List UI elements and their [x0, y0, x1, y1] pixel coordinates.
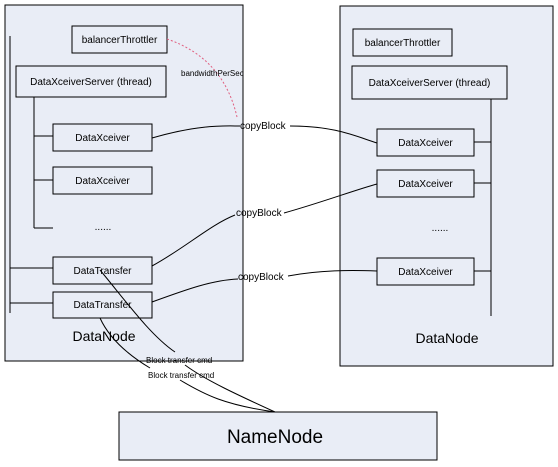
right-xceiver-label-1: DataXceiver: [398, 138, 453, 149]
block-cmd-label-2: Block transfer cmd: [148, 371, 214, 380]
left-xceiver-box-2: [52, 166, 153, 195]
namenode-title: NameNode: [227, 427, 323, 448]
copyblock-label-2: copyBlock: [236, 208, 283, 219]
left-throttler-box: [71, 25, 168, 54]
bandwidth-label: bandwidthPerSec: [181, 69, 244, 78]
right-xceiver-box-3: [376, 257, 475, 286]
right-xceiver-label-3: DataXceiver: [398, 267, 453, 278]
left-xceiver-box-1: [52, 123, 153, 152]
namenode-link-1: [99, 269, 276, 413]
right-xceiver-box-1: [376, 128, 475, 157]
copyblock-connector-2: [151, 183, 378, 267]
left-datanode-title: DataNode: [72, 328, 135, 344]
left-xceiver-label-2: DataXceiver: [75, 176, 130, 187]
right-server-label: DataXceiverServer (thread): [369, 78, 491, 89]
left-server-label: DataXceiverServer (thread): [30, 77, 152, 88]
left-xceiver-label-1: DataXceiver: [75, 133, 130, 144]
left-ellipsis: ......: [95, 222, 112, 233]
left-server-box: [15, 65, 167, 98]
right-xceiver-box-2: [376, 169, 475, 198]
right-xceiver-label-2: DataXceiver: [398, 179, 453, 190]
right-ellipsis: ......: [432, 223, 449, 234]
namenode-link-2: [99, 317, 276, 413]
namenode-box: [118, 411, 438, 461]
right-datanode-title: DataNode: [415, 330, 478, 346]
right-tree-lines: [474, 99, 492, 316]
left-transfer-label-2: DataTransfer: [74, 300, 133, 311]
left-throttler-label: balancerThrottler: [82, 35, 158, 46]
copyblock-connector-1: [151, 125, 378, 144]
copyblock-label-1: copyBlock: [240, 121, 287, 132]
right-throttler-box: [352, 28, 453, 57]
right-server-box: [351, 65, 508, 100]
bandwidth-dotted-link: [166, 38, 238, 118]
left-transfer-box-1: [52, 256, 153, 285]
copyblock-connector-3: [151, 270, 378, 303]
left-transfer-box-2: [52, 291, 153, 319]
right-throttler-label: balancerThrottler: [365, 38, 441, 49]
copyblock-label-3: copyBlock: [238, 272, 285, 283]
left-tree-lines: [9, 36, 53, 313]
left-transfer-label-1: DataTransfer: [74, 266, 133, 277]
block-cmd-label-1: Block transfer cmd: [146, 356, 212, 365]
